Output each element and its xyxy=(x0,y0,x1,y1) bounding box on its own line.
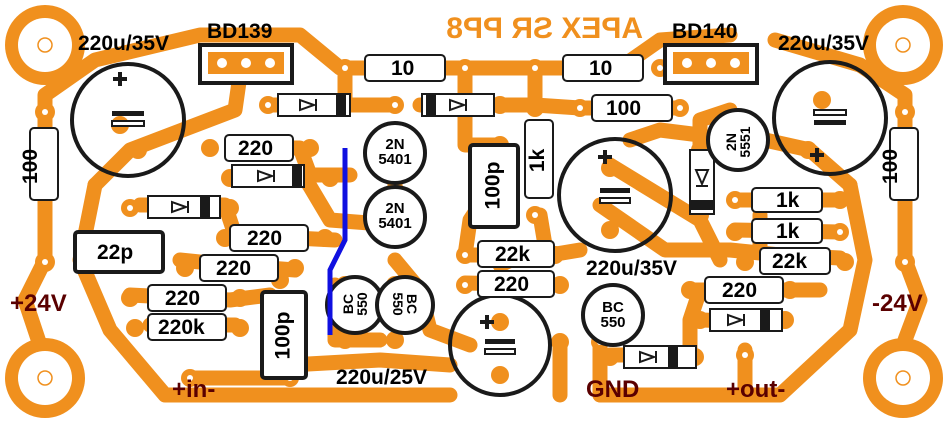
mounting-hole-bottom-left xyxy=(5,338,85,418)
transistor-bc550-c-label: BC 550 xyxy=(600,299,626,331)
resistor-10-left-label: 10 xyxy=(391,57,415,80)
diode-1 xyxy=(277,93,351,117)
bd139-label: BD139 xyxy=(207,20,273,43)
resistor-220-d-label: 220 xyxy=(165,287,201,310)
transistor-2n5551-label: 2N 5551 xyxy=(723,126,753,158)
cap-100p-b-label: 100p xyxy=(271,311,295,360)
resistor-220-a-label: 220 xyxy=(238,137,274,160)
cap-100p-a-label: 100p xyxy=(481,161,505,210)
cap-22p-label: 22p xyxy=(97,241,134,264)
capacitor-220u-35v-left xyxy=(70,62,186,178)
capacitor-220u-35v-right xyxy=(772,60,888,176)
transistor-bc550-a-label: BC 550 xyxy=(340,292,370,316)
bd140-label: BD140 xyxy=(672,20,738,43)
resistor-100-top-label: 100 xyxy=(606,97,642,120)
resistor-220-c-label: 220 xyxy=(216,257,252,280)
board-title: APEX SR PP8 xyxy=(446,12,643,45)
ceramic-caps xyxy=(73,143,520,380)
resistor-22k-a-label: 22k xyxy=(495,243,531,266)
plus-24v-label: +24V xyxy=(10,290,67,317)
resistor-220-f-label: 220 xyxy=(722,279,758,302)
resistor-220-e-label: 220 xyxy=(494,273,530,296)
transistor-2n5401-a-label: 2N 5401 xyxy=(378,136,412,168)
mounting-hole-top-left xyxy=(5,5,85,85)
mounting-hole-bottom-right xyxy=(863,338,943,418)
bd140-transistor xyxy=(663,43,759,85)
resistor-100-left-label: 100 xyxy=(19,148,43,185)
diode-4 xyxy=(147,195,221,219)
diode-7 xyxy=(623,345,697,369)
cap-220u-35v-center-label: 220u/35V xyxy=(586,257,678,280)
cap-220u-35v-left-label: 220u/35V xyxy=(78,32,170,55)
resistor-100-right-label: 100 xyxy=(879,148,903,185)
mounting-hole-top-right xyxy=(863,5,943,85)
cap-220u-35v-right-label: 220u/35V xyxy=(778,32,870,55)
output-label: +out- xyxy=(726,376,786,403)
resistor-22k-b-label: 22k xyxy=(772,250,808,273)
resistor-1k-vertical-label: 1k xyxy=(526,148,550,173)
gnd-label: GND xyxy=(586,376,640,403)
resistor-10-right-label: 10 xyxy=(589,57,613,80)
diode-6 xyxy=(709,308,783,332)
diode-2 xyxy=(421,93,495,117)
jumper-wire xyxy=(327,148,348,335)
resistor-1k-b-label: 1k xyxy=(776,220,800,243)
bd139-transistor xyxy=(198,43,294,85)
resistor-220k-label: 220k xyxy=(158,316,205,339)
transistor-2n5401-b-label: 2N 5401 xyxy=(378,200,412,232)
input-label: +in- xyxy=(172,376,216,403)
cap-220u-25v-label: 220u/25V xyxy=(336,366,428,389)
transistor-bc550-b-label: BC 550 xyxy=(390,292,420,316)
small-transistors xyxy=(325,108,770,347)
mounting-holes xyxy=(5,5,943,418)
diodes xyxy=(147,93,783,369)
resistor-bodies xyxy=(29,54,919,341)
diode-3 xyxy=(231,164,305,188)
capacitor-220u-35v-center xyxy=(557,137,673,253)
resistor-220-b-label: 220 xyxy=(247,227,283,250)
minus-24v-label: -24V xyxy=(872,290,923,317)
diode-5 xyxy=(689,149,715,215)
resistor-1k-a-label: 1k xyxy=(776,189,800,212)
